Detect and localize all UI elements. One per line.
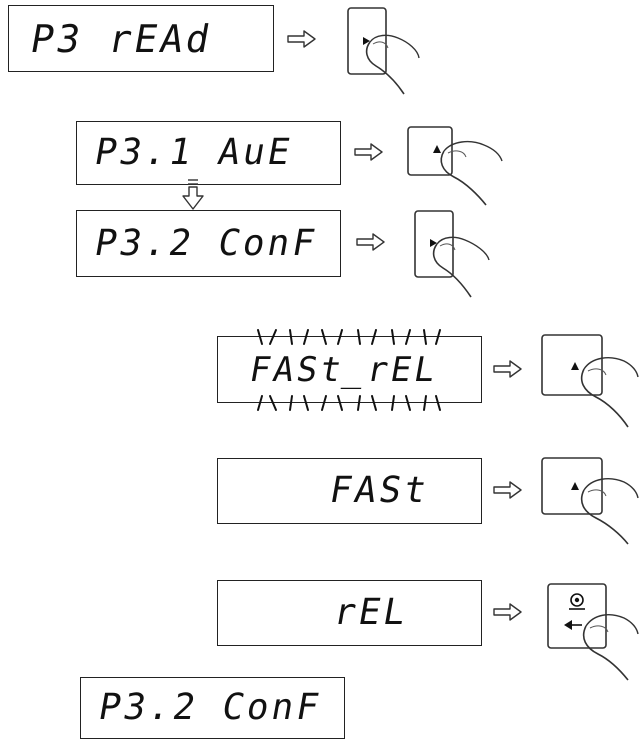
flow-arrow-right-icon: [493, 481, 522, 499]
lcd-display-p3-2-conf-result: P3.2 ConF: [80, 677, 345, 739]
flow-arrow-right-icon: [493, 360, 522, 378]
flow-arrow-right-icon: [493, 603, 522, 621]
tare-enter-icon: [547, 583, 639, 681]
flow-arrow-right-icon: [356, 233, 385, 251]
lcd-display-p3-read: P3 rEAd: [8, 5, 274, 72]
arrow-right-icon: [347, 7, 420, 95]
flow-arrow-right-icon: [287, 30, 316, 48]
button-tare-enter[interactable]: [546, 582, 639, 682]
lcd-display-rel: rEL: [217, 580, 482, 646]
button-up-arrow[interactable]: [540, 333, 639, 429]
lcd-display-p3-2-conf: P3.2 ConF: [76, 210, 341, 277]
flow-arrow-right-icon: [354, 143, 383, 161]
button-right-arrow[interactable]: [413, 209, 493, 301]
button-up-arrow[interactable]: [406, 125, 506, 209]
button-right-arrow[interactable]: [346, 6, 421, 98]
arrow-right-icon: [414, 210, 490, 298]
flow-arrow-down-icon: [182, 179, 204, 210]
blink-marks-top: [257, 329, 441, 345]
arrow-up-icon: [541, 457, 639, 545]
lcd-display-fast-rel-blinking: FASt_rEL: [217, 336, 482, 403]
lcd-display-fast: FASt: [217, 458, 482, 524]
lcd-display-p3-1-ave: P3.1 AuE: [76, 121, 341, 185]
arrow-up-icon: [407, 126, 503, 206]
flow-arrows: [287, 30, 522, 621]
blink-marks-bottom: [257, 395, 441, 411]
button-up-arrow[interactable]: [540, 456, 639, 546]
arrow-up-icon: [541, 334, 639, 428]
